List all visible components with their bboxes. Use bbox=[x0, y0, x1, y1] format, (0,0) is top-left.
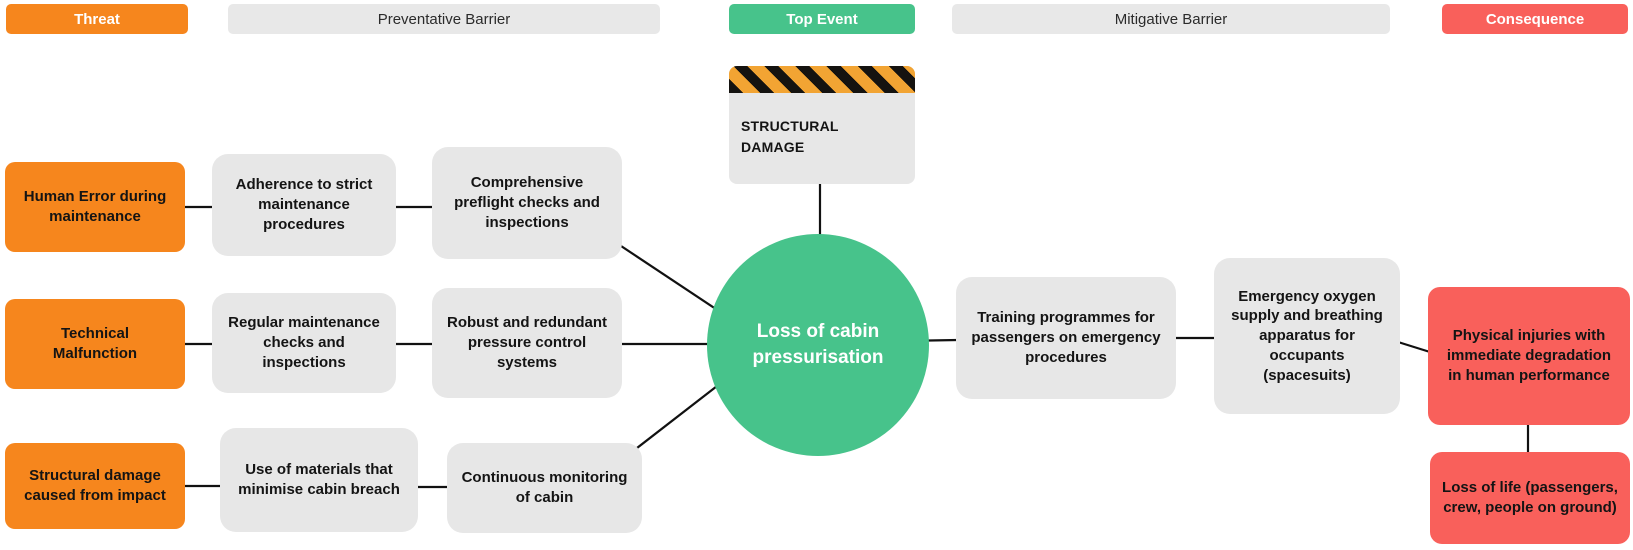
top-event-node: Loss of cabin pressurisation bbox=[707, 234, 929, 456]
header-mitigative-barrier: Mitigative Barrier bbox=[952, 4, 1390, 34]
preventative-barrier-node: Comprehensive preflight checks and inspe… bbox=[432, 147, 622, 259]
threat-node-structural-damage: Structural damage caused from impact bbox=[5, 443, 185, 529]
header-consequence: Consequence bbox=[1442, 4, 1628, 34]
preventative-barrier-node: Robust and redundant pressure control sy… bbox=[432, 288, 622, 398]
preventative-barrier-node: Use of materials that minimise cabin bre… bbox=[220, 428, 418, 532]
hazard-box: STRUCTURAL DAMAGE bbox=[729, 66, 915, 184]
preventative-barrier-node: Adherence to strict maintenance procedur… bbox=[212, 154, 396, 256]
threat-node-human-error: Human Error during maintenance bbox=[5, 162, 185, 252]
hazard-label: STRUCTURAL DAMAGE bbox=[741, 117, 839, 155]
preventative-barrier-node: Continuous monitoring of cabin bbox=[447, 443, 642, 533]
consequence-node-loss-of-life: Loss of life (passengers, crew, people o… bbox=[1430, 452, 1630, 544]
preventative-barrier-node: Regular maintenance checks and inspectio… bbox=[212, 293, 396, 393]
header-top-event: Top Event bbox=[729, 4, 915, 34]
consequence-node-physical-injuries: Physical injuries with immediate degrada… bbox=[1428, 287, 1630, 425]
mitigative-barrier-node: Emergency oxygen supply and breathing ap… bbox=[1214, 258, 1400, 414]
hazard-stripe-icon bbox=[729, 66, 915, 93]
threat-node-technical-malfunction: Technical Malfunction bbox=[5, 299, 185, 389]
connector-line bbox=[1397, 340, 1431, 354]
header-preventative-barrier: Preventative Barrier bbox=[228, 4, 660, 34]
mitigative-barrier-node: Training programmes for passengers on em… bbox=[956, 277, 1176, 399]
header-threat: Threat bbox=[6, 4, 188, 34]
